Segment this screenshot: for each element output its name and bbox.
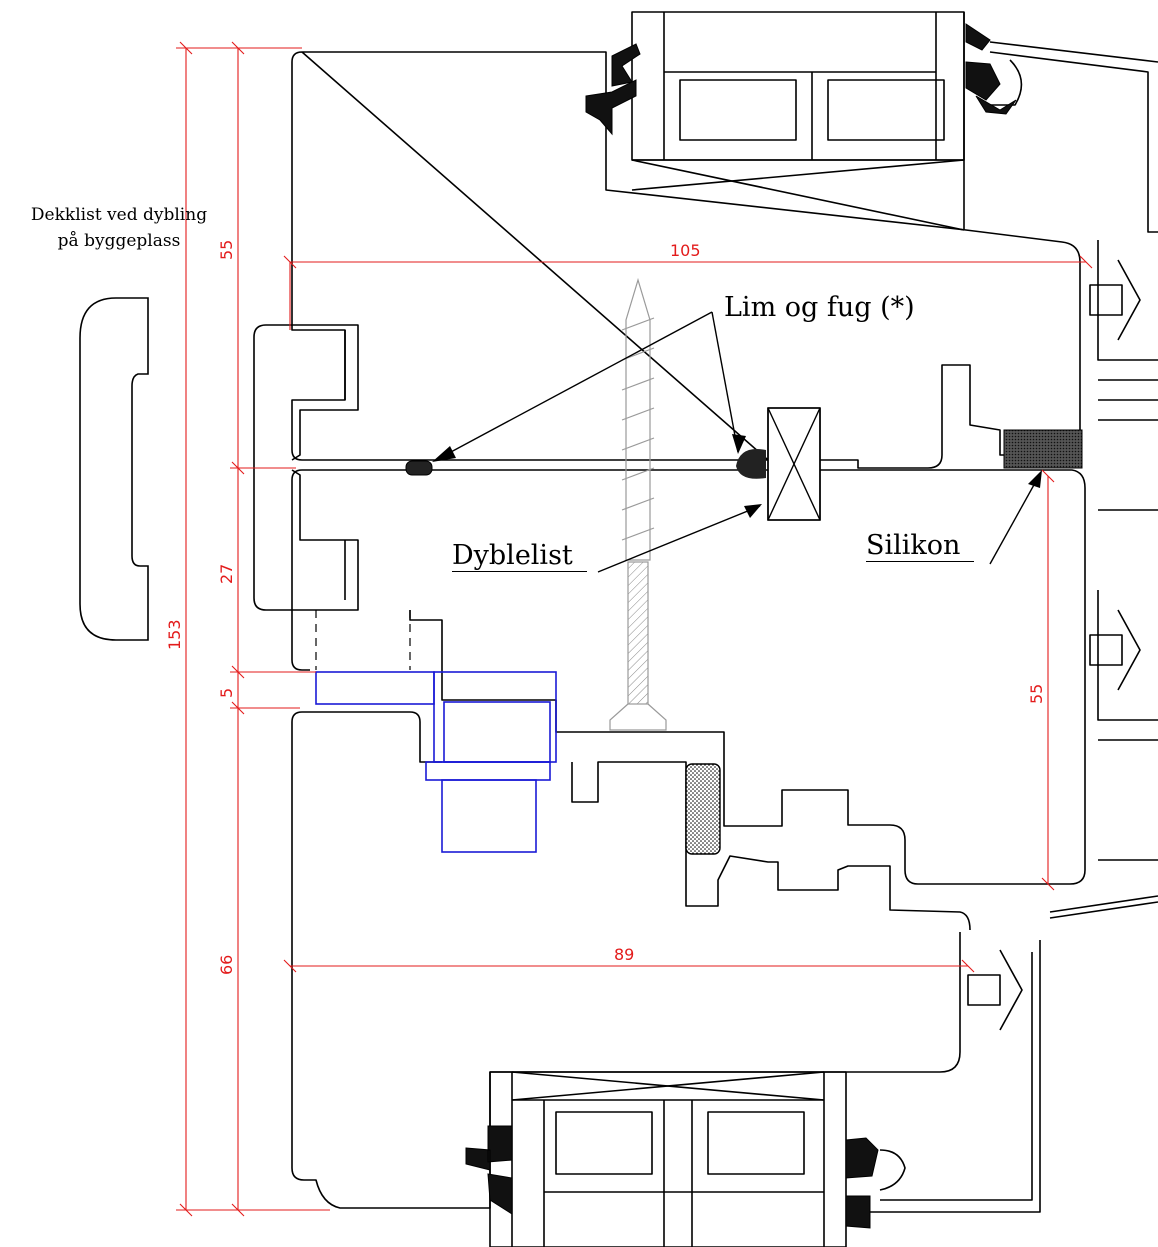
dim-27: 27 (217, 564, 236, 584)
bottom-glass-left (555, 1111, 653, 1175)
bottom-glass-right (707, 1111, 805, 1175)
bottom-aluminium-cover (860, 940, 1041, 1213)
glue-strip (405, 460, 433, 476)
leader-lines (435, 311, 1041, 573)
top-sash-profile (291, 51, 1081, 521)
dim-5: 5 (217, 688, 236, 698)
arrow-heads (432, 434, 1042, 518)
right-aluminium-frame (1049, 240, 1158, 919)
foam-gasket (685, 763, 721, 855)
blue-spacer (315, 671, 557, 853)
dekklist-profile (79, 297, 149, 641)
top-glazing-bead (631, 11, 965, 161)
top-aluminium-cover (989, 41, 1158, 233)
top-glass-right (827, 79, 945, 141)
joint-cover-strip (253, 324, 359, 611)
gaskets (465, 23, 1017, 1229)
dim-55-right: 55 (1027, 684, 1046, 704)
mid-frame-profile (291, 469, 1086, 885)
dekklist-note: Dekklist ved dybling på byggeplass (6, 202, 232, 254)
glue-bead (736, 449, 766, 479)
top-glass-left (679, 79, 797, 141)
dim-153: 153 (165, 619, 184, 650)
dekklist-note-line2: på byggeplass (57, 231, 181, 251)
dimension-values: 105 89 55 27 153 5 66 55 (165, 240, 1046, 975)
dyblelist-label: Dyblelist (452, 540, 587, 572)
dim-55-left: 55 (217, 240, 236, 260)
silikon-label: Silikon (866, 530, 975, 562)
screw (609, 277, 667, 731)
dim-105: 105 (670, 241, 701, 260)
dowel-strip (767, 407, 821, 521)
dimension-lines (176, 41, 1093, 1217)
lim-og-fug-label: Lim og fug (*) (724, 292, 915, 323)
bottom-sash-profile (291, 711, 961, 1209)
silicone-joint (1003, 429, 1083, 469)
frame-profiles (253, 11, 1158, 1247)
hidden-outline (315, 610, 411, 670)
dim-66: 66 (217, 955, 236, 975)
dekklist-note-line1: Dekklist ved dybling (30, 205, 208, 225)
dim-89: 89 (614, 945, 634, 964)
